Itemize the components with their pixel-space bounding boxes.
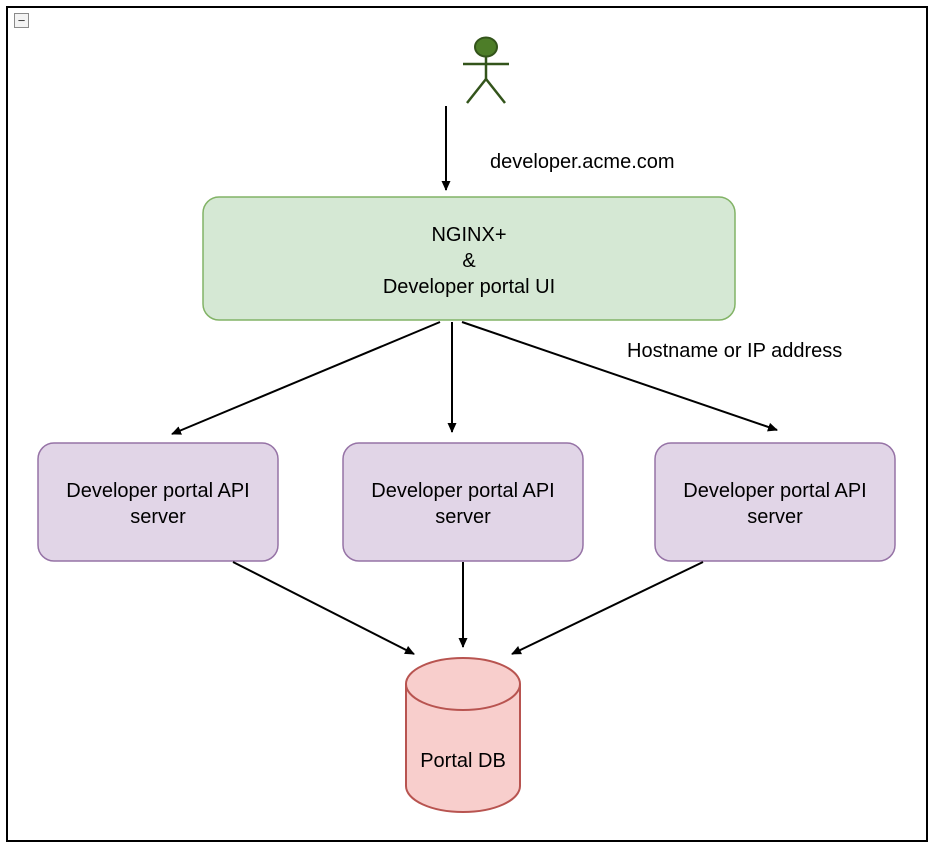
api-server-3-label-line1: Developer portal API [683,480,866,502]
api-server-2-label-line1: Developer portal API [371,480,554,502]
node-api-server-1[interactable]: Developer portal API server [37,442,279,562]
user-actor[interactable] [463,36,509,104]
db-cylinder-body [405,684,521,813]
nginx-label-line2: & [462,250,476,272]
node-portal-db[interactable]: Portal DB [405,657,521,813]
api-server-3-label-line2: server [747,506,803,528]
nginx-label-line3: Developer portal UI [383,276,555,298]
edge-label-domain: developer.acme.com [490,151,675,173]
edge-api3-to-db [511,561,704,655]
api-server-2-box [342,442,584,562]
db-cylinder-top [405,657,521,711]
api-server-2-label-line2: server [435,506,491,528]
api-server-1-box [37,442,279,562]
edge-nginx-to-api3 [461,321,778,432]
api-server-1-label-line1: Developer portal API [66,480,249,502]
edge-api1-to-db [232,561,415,655]
nginx-box [202,196,736,321]
actor-leg-left [466,78,487,104]
collapse-diagram-button[interactable]: − [14,13,29,28]
nginx-label-line1: NGINX+ [431,224,506,246]
api-server-3-box [654,442,896,562]
edge-label-hostname: Hostname or IP address [627,340,842,362]
api-server-1-label-line2: server [130,506,186,528]
actor-head [474,36,498,58]
db-label: Portal DB [420,750,506,772]
node-nginx-portal-ui[interactable]: NGINX+ & Developer portal UI [202,196,736,321]
actor-leg-right [485,78,506,104]
edge-nginx-to-api1 [171,321,441,435]
node-api-server-3[interactable]: Developer portal API server [654,442,896,562]
node-api-server-2[interactable]: Developer portal API server [342,442,584,562]
